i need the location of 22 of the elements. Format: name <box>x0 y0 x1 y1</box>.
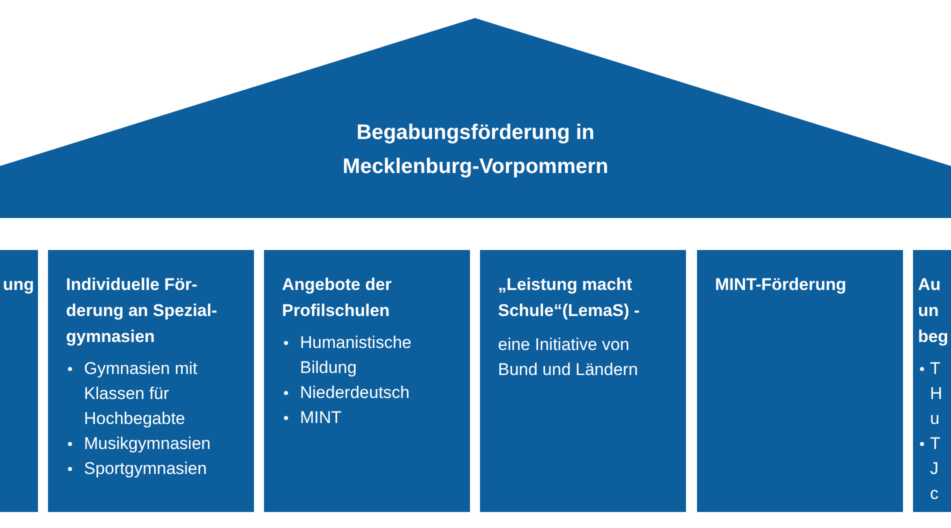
bullet-text: MINT <box>300 407 343 429</box>
bullet-text: Humanistische Bildung <box>300 332 412 379</box>
pillar-text: eine Initiative von Bund und Ländern <box>498 334 639 381</box>
pillar-heading: MINT-Förderung <box>715 274 848 296</box>
roof-title: Begabungsförderung in Mecklenburg-Vorpommern <box>342 120 610 180</box>
bullet-text: Niederdeutsch <box>300 382 411 404</box>
pillar-box <box>913 250 951 512</box>
pillar-box <box>48 250 254 512</box>
pillar-heading: „Leistung macht Schule“(LemaS) - <box>498 274 641 322</box>
pillar-box <box>697 250 903 512</box>
pillar-box <box>264 250 470 512</box>
pillar-heading: ung <box>2 274 34 296</box>
pillar-heading: Au un beg <box>918 274 950 348</box>
bullet-text: Gymnasien mit Klassen für Hochbegabte <box>84 358 198 430</box>
bullet-text: T H u <box>930 358 944 430</box>
bullet-text: Musikgymnasien <box>84 433 212 455</box>
pillar-heading: Angebote der Profilschulen <box>282 274 393 322</box>
pillar-heading: Individuelle För- derung an Spezial- gymnasien <box>66 274 218 348</box>
pillar-box <box>480 250 686 512</box>
bullet-text: Sportgymnasien <box>84 458 208 480</box>
roof-shape <box>0 18 951 218</box>
bullet-text: T J c <box>930 433 942 505</box>
